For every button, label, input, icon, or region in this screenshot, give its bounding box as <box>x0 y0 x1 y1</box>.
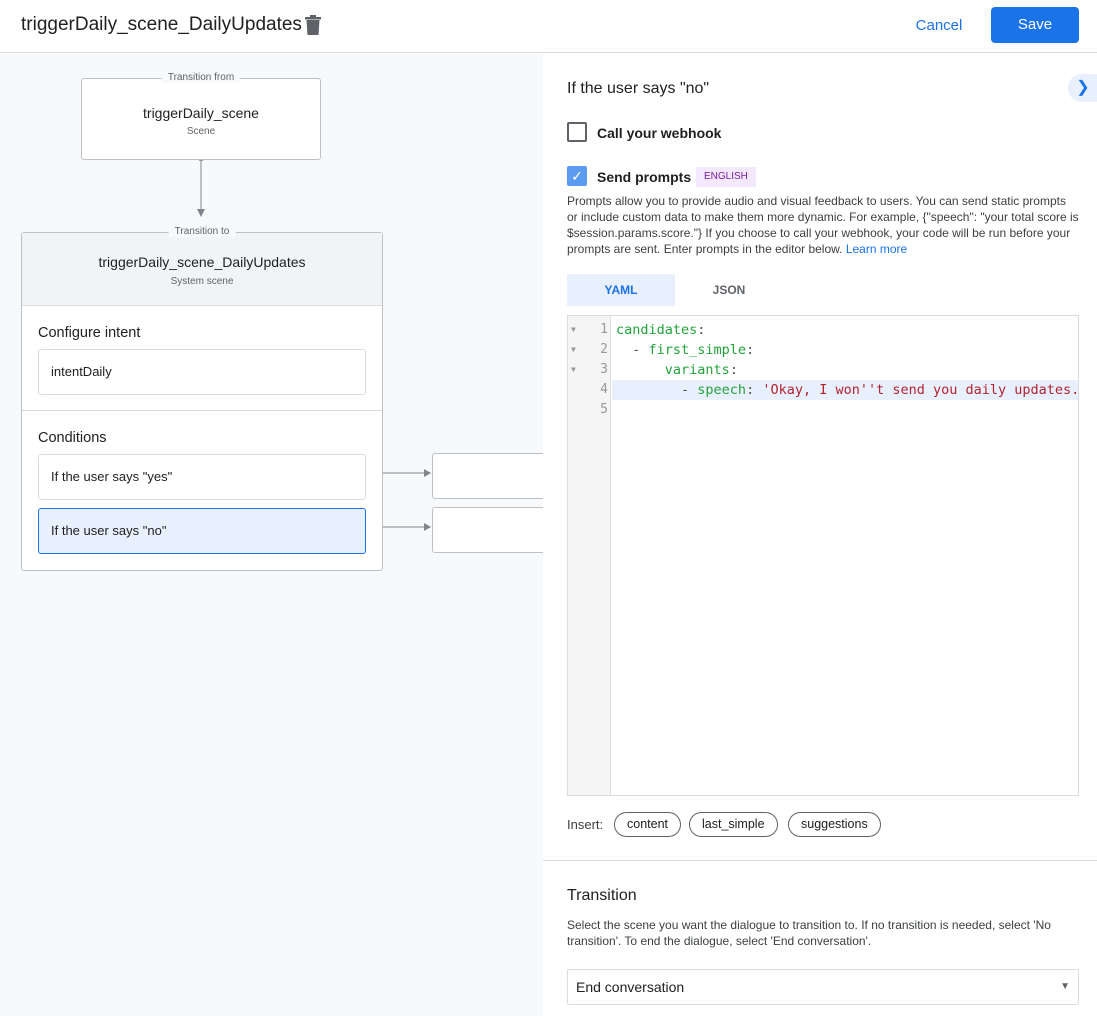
line-number: 3 <box>600 362 608 377</box>
prompts-description: Prompts allow you to provide audio and v… <box>567 193 1079 257</box>
target-node-yes[interactable] <box>432 453 543 499</box>
transition-value: End conversation <box>576 979 685 995</box>
yaml-string: 'Okay, I won''t send you daily updates.' <box>754 382 1079 398</box>
line-number: 2 <box>600 342 608 357</box>
transition-from-node[interactable]: Transition from triggerDaily_scene Scene <box>81 72 321 160</box>
node-name: triggerDaily_scene_DailyUpdates <box>98 254 306 270</box>
tab-yaml[interactable]: YAML <box>567 274 675 306</box>
yaml-key: first_simple <box>648 342 747 358</box>
node-type: System scene <box>170 276 234 287</box>
learn-more-link[interactable]: Learn more <box>845 242 908 256</box>
condition-yes[interactable]: If the user says "yes" <box>38 454 366 500</box>
chevron-right-icon[interactable]: ❯ <box>1068 74 1097 102</box>
conditions-heading: Conditions <box>38 430 107 446</box>
target-node-no[interactable] <box>432 507 543 553</box>
panel-heading: If the user says "no" <box>567 80 710 97</box>
fold-icon[interactable]: ▼ <box>571 345 576 354</box>
dropdown-arrow-icon: ▼ <box>1060 981 1070 992</box>
save-button[interactable]: Save <box>991 7 1079 43</box>
condition-no[interactable]: If the user says "no" <box>38 508 366 554</box>
fold-icon[interactable]: ▼ <box>571 325 576 334</box>
trash-icon[interactable] <box>305 15 321 35</box>
cancel-button[interactable]: Cancel <box>915 17 963 34</box>
line-number: 5 <box>600 402 608 417</box>
prompts-checkbox[interactable]: ✓ <box>567 166 587 186</box>
header: triggerDaily_scene_DailyUpdates Cancel S… <box>0 0 1097 53</box>
node-tag: Transition to <box>168 226 236 237</box>
transition-select[interactable]: End conversation ▼ <box>567 969 1079 1005</box>
webhook-checkbox[interactable] <box>567 122 587 142</box>
insert-chip-content[interactable]: content <box>614 812 682 837</box>
node-type: Scene <box>186 126 216 137</box>
language-badge: ENGLISH <box>696 167 756 187</box>
scene-title: triggerDaily_scene_DailyUpdates <box>21 14 302 35</box>
line-number: 4 <box>600 382 608 397</box>
yaml-key: candidates <box>616 322 698 338</box>
webhook-label: Call your webhook <box>597 125 722 141</box>
insert-chip-suggestions[interactable]: suggestions <box>788 812 881 837</box>
check-icon: ✓ <box>571 168 583 184</box>
line-number: 1 <box>600 322 608 337</box>
transition-description: Select the scene you want the dialogue t… <box>567 918 1051 948</box>
scene-canvas: Transition from triggerDaily_scene Scene… <box>0 54 543 1016</box>
insert-label: Insert: <box>567 817 604 832</box>
intent-heading: Configure intent <box>38 325 141 341</box>
transition-heading: Transition <box>567 887 637 904</box>
intent-box[interactable]: intentDaily <box>38 349 366 395</box>
tab-json[interactable]: JSON <box>712 283 746 297</box>
divider <box>543 860 1097 861</box>
prompts-label: Send prompts <box>597 169 692 185</box>
transition-to-node: Transition to triggerDaily_scene_DailyUp… <box>21 226 383 571</box>
yaml-key: variants <box>664 362 730 378</box>
node-name: triggerDaily_scene <box>143 105 259 121</box>
description-text: Prompts allow you to provide audio and v… <box>567 194 1079 256</box>
fold-icon[interactable]: ▼ <box>571 365 576 374</box>
node-tag: Transition from <box>161 72 241 83</box>
insert-chip-last-simple[interactable]: last_simple <box>689 812 778 837</box>
yaml-key: speech <box>697 382 747 398</box>
